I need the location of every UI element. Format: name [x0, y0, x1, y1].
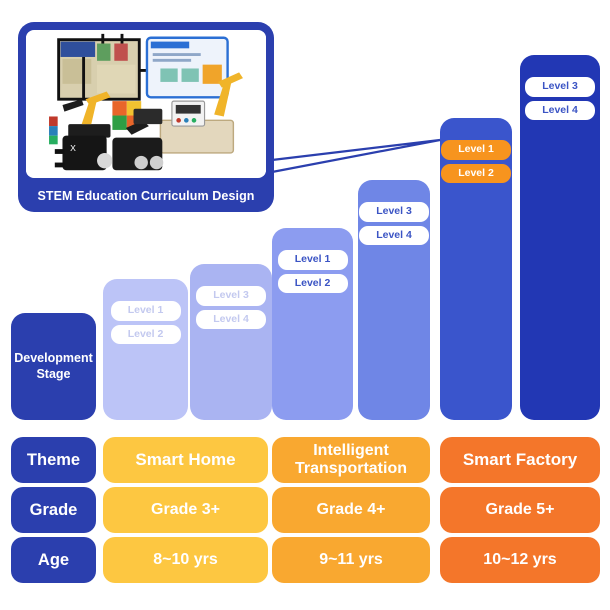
level-pill: Level 1	[110, 301, 181, 321]
bar-smart-home-b: Level 3 Level 4	[190, 264, 272, 420]
level-pill: Level 4	[525, 100, 595, 120]
level-pill: Level 4	[196, 309, 266, 329]
callout-panel[interactable]: X STEM Education Curriculum Design	[18, 22, 274, 212]
svg-text:X: X	[70, 143, 76, 153]
cell-theme-0: Smart Home	[103, 437, 268, 483]
level-pill: Level 2	[110, 324, 181, 344]
cell-theme-1: Intelligent Transportation	[272, 437, 430, 483]
row-label-grade: Grade	[11, 487, 96, 533]
level-pill-group: Level 1 Level 2	[440, 140, 512, 183]
bar-intelligent-transportation-b: Level 3 Level 4	[358, 180, 430, 420]
cell-age-2: 10~12 yrs	[440, 537, 600, 583]
cell-age-1: 9~11 yrs	[272, 537, 430, 583]
level-pill: Level 3	[359, 202, 429, 222]
stem-kit-photo: X	[24, 28, 268, 180]
level-pill: Level 2	[441, 163, 511, 183]
level-pill: Level 1	[277, 250, 348, 270]
stem-kit-illustration: X	[26, 32, 266, 176]
level-pill: Level 3	[196, 286, 266, 306]
cell-theme-2: Smart Factory	[440, 437, 600, 483]
cell-grade-2: Grade 5+	[440, 487, 600, 533]
cell-grade-0: Grade 3+	[103, 487, 268, 533]
level-pill-group: Level 3 Level 4	[520, 77, 600, 120]
development-stage-label: Development Stage	[14, 351, 93, 382]
development-stage-box: Development Stage	[11, 313, 96, 420]
level-pill: Level 4	[359, 225, 429, 245]
level-pill: Level 2	[277, 273, 348, 293]
bar-intelligent-transportation-a: Level 1 Level 2	[272, 228, 353, 420]
cell-age-0: 8~10 yrs	[103, 537, 268, 583]
development-stage-line2: Stage	[36, 366, 71, 381]
level-pill-group: Level 3 Level 4	[190, 286, 272, 329]
level-pill: Level 3	[525, 77, 595, 97]
bar-smart-home-a: Level 1 Level 2	[103, 279, 188, 420]
level-pill-group: Level 1 Level 2	[272, 250, 353, 293]
development-stage-line1: Development	[14, 350, 93, 365]
row-label-age: Age	[11, 537, 96, 583]
level-pill-group: Level 1 Level 2	[103, 301, 188, 344]
bar-smart-factory-b: Level 3 Level 4	[520, 55, 600, 420]
bar-smart-factory-a: Level 1 Level 2	[440, 118, 512, 420]
level-pill: Level 1	[441, 140, 511, 160]
row-label-theme: Theme	[11, 437, 96, 483]
callout-caption: STEM Education Curriculum Design	[37, 189, 255, 203]
level-pill-group: Level 3 Level 4	[358, 202, 430, 245]
cell-grade-1: Grade 4+	[272, 487, 430, 533]
